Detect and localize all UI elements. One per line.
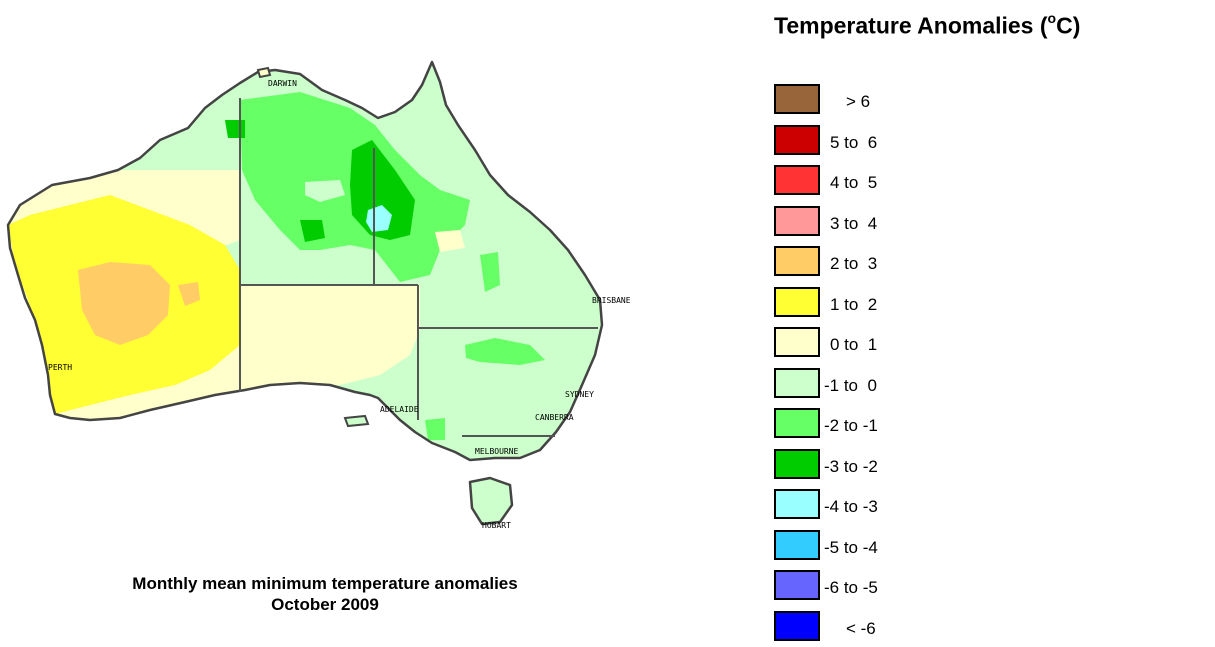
mainland-anomaly-fill xyxy=(8,62,602,460)
anomaly-region-light-patch-a xyxy=(305,180,345,202)
legend-title-degree: o xyxy=(1047,10,1057,26)
legend-swatch xyxy=(774,84,820,114)
legend-label: -3 to -2 xyxy=(824,456,878,476)
caption-title: Monthly mean minimum temperature anomali… xyxy=(132,574,518,593)
legend-item: 0 to 1 xyxy=(774,327,974,363)
legend-label: 4 to 5 xyxy=(830,173,878,192)
legend-label: -4 to -3 xyxy=(824,497,878,516)
legend-label: 1 to 2 xyxy=(830,294,878,314)
legend-item: -1 to 0 xyxy=(774,367,974,404)
anomaly-region-light-patch-b xyxy=(435,230,465,252)
city-label-hobart: HOBART xyxy=(482,521,511,530)
australia-map: DARWIN BRISBANE PERTH SYDNEY ADELAIDE CA… xyxy=(6,60,631,530)
legend-label: -2 to -1 xyxy=(824,416,878,435)
city-label-melbourne: MELBOURNE xyxy=(475,447,519,456)
kangaroo-island xyxy=(343,414,370,428)
anomaly-region-qld-patch xyxy=(480,252,500,292)
anomaly-region-dark-green-nw xyxy=(225,120,245,138)
anomaly-region-dark-green-b xyxy=(350,140,415,240)
anomaly-region-central-south-warm xyxy=(240,285,420,390)
legend-swatch xyxy=(774,246,820,276)
legend-label: -6 to -5 xyxy=(824,578,878,597)
legend-swatch xyxy=(774,570,820,600)
legend-swatch xyxy=(774,448,820,479)
legend-item: -4 to -3 xyxy=(774,489,974,525)
legend-swatch xyxy=(774,367,820,398)
legend-title-text: Temperature Anomalies ( xyxy=(774,12,1048,39)
legend-swatch xyxy=(774,286,820,317)
legend-swatch xyxy=(774,489,820,519)
state-borders xyxy=(239,98,598,437)
city-label-darwin: DARWIN xyxy=(268,79,297,88)
legend-swatch xyxy=(774,205,820,236)
legend-item: -2 to -1 xyxy=(774,408,974,444)
city-label-sydney: SYDNEY xyxy=(565,390,594,399)
legend-item: 4 to 5 xyxy=(774,165,974,201)
legend-label: < -6 xyxy=(846,618,876,638)
anomaly-region-wa-orange xyxy=(78,262,170,345)
city-label-canberra: CANBERRA xyxy=(535,413,574,422)
legend-swatch xyxy=(774,327,820,357)
anomaly-region-south-patch xyxy=(425,418,445,440)
anomaly-region-dark-green-a xyxy=(300,220,325,242)
city-label-adelaide: ADELAIDE xyxy=(380,405,419,414)
legend-title: Temperature Anomalies (oC) xyxy=(774,10,1081,40)
legend-item: -6 to -5 xyxy=(774,570,974,606)
legend-item: < -6 xyxy=(774,610,974,647)
legend-item: 1 to 2 xyxy=(774,286,974,323)
anomaly-region-cyan xyxy=(366,205,392,232)
legend-item: -5 to -4 xyxy=(774,529,974,566)
legend-item: 5 to 6 xyxy=(774,124,974,161)
city-label-perth: PERTH xyxy=(48,363,72,372)
legend-item: 2 to 3 xyxy=(774,246,974,282)
legend-label: 2 to 3 xyxy=(830,254,878,273)
legend-swatch xyxy=(774,124,820,155)
legend-label: > 6 xyxy=(846,92,871,111)
legend-item: > 6 xyxy=(774,84,974,120)
tasmania-island xyxy=(468,476,514,526)
legend-swatch xyxy=(774,610,820,641)
legend-item: 3 to 4 xyxy=(774,205,974,242)
legend-label: 0 to 1 xyxy=(830,335,878,354)
legend-label: 3 to 4 xyxy=(830,213,878,233)
tiwi-islands xyxy=(256,66,272,79)
caption-date: October 2009 xyxy=(271,595,379,614)
legend-swatch xyxy=(774,408,820,438)
legend-swatch xyxy=(774,529,820,560)
city-markers: DARWIN BRISBANE PERTH SYDNEY ADELAIDE CA… xyxy=(48,79,631,530)
city-label-brisbane: BRISBANE xyxy=(592,296,631,305)
anomaly-region-wa-orange-small xyxy=(178,282,200,306)
legend-title-unit: C) xyxy=(1056,12,1081,39)
legend-label: 5 to 6 xyxy=(830,132,878,152)
legend-swatch xyxy=(774,165,820,195)
anomaly-region-nsw-patch xyxy=(465,338,545,365)
legend-label: -5 to -4 xyxy=(824,537,878,557)
legend-item: -3 to -2 xyxy=(774,448,974,485)
legend-label: -1 to 0 xyxy=(824,375,877,395)
